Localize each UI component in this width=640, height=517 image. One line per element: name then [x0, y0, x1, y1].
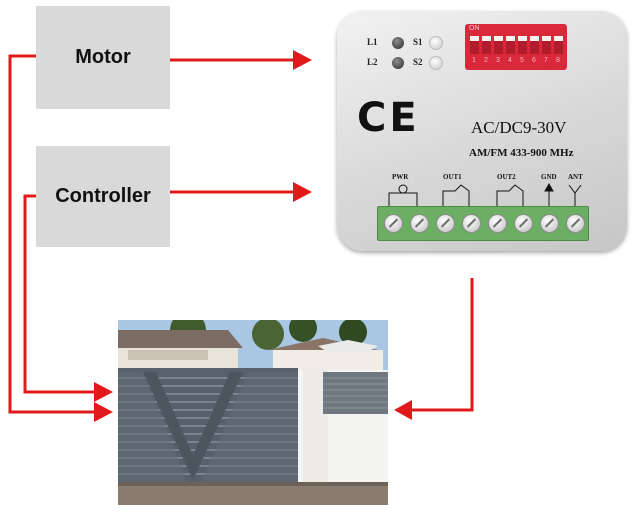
dip-switch-block: ON 1 2 3 4 5 6 7 8 — [465, 24, 567, 70]
button-s2-icon — [429, 56, 443, 70]
terminal-label-out1: OUT1 — [443, 173, 462, 181]
dip-switch — [494, 36, 503, 54]
arrowhead — [394, 400, 412, 420]
terminal-screw — [410, 214, 429, 233]
motor-label: Motor — [75, 46, 131, 68]
dip-number: 1 — [472, 57, 476, 64]
dip-switch — [530, 36, 539, 54]
receiver-to-gate-arrow — [408, 278, 474, 412]
receiver-module: L1 S1 L2 S2 ON 1 2 3 4 5 6 7 8 CE AC/DC9… — [337, 11, 627, 251]
arrowhead — [94, 402, 113, 422]
arrowhead — [293, 182, 312, 202]
dip-switch — [470, 36, 479, 54]
terminal-screw — [514, 214, 533, 233]
terminal-screw — [540, 214, 559, 233]
frequency-label: AM/FM 433-900 MHz — [469, 147, 574, 159]
terminal-block — [377, 206, 589, 241]
gate-photo — [118, 320, 388, 505]
motor-block: Motor — [36, 6, 170, 109]
dip-switch — [518, 36, 527, 54]
motor-to-gate-arrow — [8, 54, 98, 414]
terminal-label-pwr: PWR — [392, 173, 409, 181]
button-s1-icon — [429, 36, 443, 50]
switch1-label: S1 — [413, 37, 423, 47]
led2-label: L2 — [367, 57, 378, 67]
controller-label: Controller — [55, 185, 151, 207]
led1-label: L1 — [367, 37, 378, 47]
dip-switch — [554, 36, 563, 54]
terminal-screw — [488, 214, 507, 233]
dip-on-label: ON — [469, 25, 480, 32]
controller-to-gate-arrow — [23, 194, 98, 394]
voltage-label: AC/DC9-30V — [471, 118, 567, 137]
dip-switch — [542, 36, 551, 54]
terminal-screw — [462, 214, 481, 233]
dip-switch — [482, 36, 491, 54]
led2-icon — [392, 57, 404, 69]
dip-number: 4 — [508, 57, 512, 64]
dip-number: 6 — [532, 57, 536, 64]
arrowhead — [94, 382, 113, 402]
switch2-label: S2 — [413, 57, 423, 67]
power-symbol-icon — [398, 184, 408, 194]
terminal-label-ant: ANT — [568, 173, 583, 181]
led1-icon — [392, 37, 404, 49]
terminal-label-out2: OUT2 — [497, 173, 516, 181]
ce-mark: CE — [357, 95, 420, 141]
dip-number: 2 — [484, 57, 488, 64]
dip-number: 8 — [556, 57, 560, 64]
wiring-schematic — [388, 182, 582, 206]
dip-switch — [506, 36, 515, 54]
antenna-icon — [568, 184, 582, 194]
dip-number: 7 — [544, 57, 548, 64]
dip-number: 3 — [496, 57, 500, 64]
terminal-screw — [566, 214, 585, 233]
dip-number: 5 — [520, 57, 524, 64]
sliding-gate-illustration — [118, 320, 388, 505]
arrowhead — [293, 50, 312, 70]
controller-block: Controller — [36, 146, 170, 247]
terminal-label-gnd: GND — [541, 173, 557, 181]
terminal-screw — [384, 214, 403, 233]
terminal-screw — [436, 214, 455, 233]
